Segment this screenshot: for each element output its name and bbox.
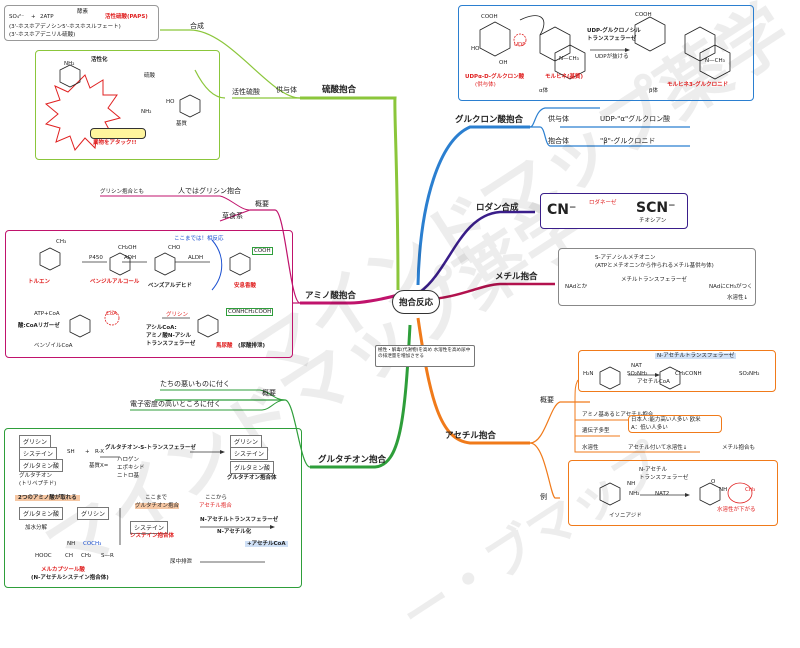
connector-glucuronide	[416, 125, 530, 286]
acetyl-example-box: N-アセチル トランスフェラーゼ NH NH₂ NAT2 NH O CH₃ イソ…	[568, 460, 778, 526]
atp: 2ATP	[40, 14, 54, 20]
attack-label-box: 異物をアタック!!	[90, 128, 146, 146]
plus: +	[31, 14, 36, 20]
branch-amino: アミノ酸抱合	[305, 291, 356, 301]
paps-reaction-box: SO₄²⁻ + 2ATP 酵素 活性硫酸(PAPS) (3'-ホスホアデノシン5…	[4, 5, 159, 41]
branch-rhodan: ロダン合成	[476, 203, 519, 213]
benzoic-acid: 安息香酸	[234, 283, 257, 289]
hippuric-acid: 馬尿酸	[216, 343, 233, 349]
connector-sulfate	[300, 96, 400, 291]
branch-methyl: メチル抱合	[495, 272, 538, 282]
connector-acetyl	[416, 317, 530, 445]
sulfate-donor-label: 供与体	[276, 86, 297, 94]
center-node: 抱合反応	[392, 290, 440, 314]
acetyl-polymorphism: 遺伝子多型	[582, 428, 610, 434]
methyl-box: S-アデノシルメチオニン (ATPとメチオニンから作られるメチル基供与体) NA…	[558, 248, 756, 306]
branch-glutathione: グルタチオン抱合	[318, 455, 387, 465]
activated-label: 活性化	[91, 57, 108, 63]
branch-acetyl: アセチル抱合	[445, 431, 496, 441]
rhodanese: ロダネーゼ	[589, 200, 617, 206]
cyanide: CN⁻	[547, 202, 577, 218]
paps-note2: (3'-ホスホアデニリル硫酸)	[9, 32, 76, 38]
glucuronide-conjugate-value: "β"-グルクロニド	[600, 137, 656, 145]
thiocyanate: SCN⁻	[636, 200, 676, 216]
thiocyanate-name: チオシアン	[639, 218, 667, 224]
acetyl-polymorphism-box: 日本人:能力高い人多い 欧米 A：低い人多い	[628, 415, 722, 433]
acetyl-example: 例	[540, 493, 547, 501]
sulfate-label: 硫酸	[144, 73, 156, 79]
nh2-top: NH₂	[64, 61, 75, 67]
acetyl-reaction-box: N-アセチルトランスフェラーゼ H₂N SO₂NH₂ NAT アセチルCoA C…	[578, 350, 776, 392]
ho-label: HO	[166, 99, 175, 105]
connector-rhodan	[419, 210, 535, 294]
so4: SO₄²⁻	[9, 14, 25, 20]
center-note: 極性・解毒(代謝物)を高め 水溶性を高め尿中の排泄量を増加させる	[375, 345, 475, 367]
rhodan-box: CN⁻ ロダネーゼ SCN⁻ チオシアン	[540, 193, 688, 229]
acetyl-water: 水溶性	[582, 445, 599, 451]
branch-sulfate: 硫酸抱合	[322, 85, 357, 95]
acetyl-overview: 概要	[540, 396, 554, 404]
amino-glycine-human: 人ではグリシン抱合	[178, 187, 241, 195]
nh2-label: NH₂	[141, 109, 152, 115]
connector-methyl	[421, 282, 555, 302]
glucuronide-donor: 供与体	[548, 115, 569, 123]
paps: 活性硫酸(PAPS)	[105, 14, 148, 20]
benzyl-alcohol: ベンジルアルコール	[90, 279, 140, 285]
glutathione-detail-box: グリシン システイン グルタミン酸 グルタチオン (トリペプチド) SH + R…	[4, 428, 302, 588]
glutathione-overview: 概要	[262, 389, 276, 397]
glucuronide-conjugate: 抱合体	[548, 137, 569, 145]
glucuronide-detail-box: COOH COOH HO OH UDP N—CH₃ N—CH₃ UDP-グルクロ…	[458, 5, 754, 101]
glutathione-o1: たちの悪いものに付く	[160, 380, 230, 388]
benzaldehyde: ベンズアルデヒド	[148, 283, 192, 289]
enzyme: 酵素	[77, 9, 89, 15]
branch-glucuronide: グルクロン酸抱合	[455, 115, 524, 125]
substrate-label: 基質	[176, 121, 188, 127]
glucuronide-donor-value: UDP-"α"グルクロン酸	[600, 115, 671, 123]
paps-note1: (3'-ホスホアデノシン5'-ホスホスルフェート)	[9, 24, 121, 30]
amino-overview: 概要	[255, 200, 269, 208]
amino-glycine-etc: グリシン抱合とも	[100, 189, 145, 195]
glutathione-o2: 電子密度の高いところに付く	[130, 400, 221, 408]
toluene: トルエン	[28, 279, 51, 285]
acetyl-water-value: アセチル付いて水溶性↓	[628, 445, 688, 451]
amino-detail-box: CH₃ CH₂OH CHO P450 ADH ALDH ここまでは！相反応 CO…	[5, 230, 293, 358]
acetyl-methyl-too: メチル抱合も	[722, 445, 756, 451]
mindmap-connectors	[39, 15, 753, 563]
paps-structure-box: 活性化 硫酸 HO NH₂ 基質 NH₂	[35, 50, 220, 160]
acetyl-amine: アミノ基あるとアセチル抱合	[582, 412, 654, 418]
center-title: 抱合反応	[398, 298, 433, 308]
amino-herbivore: 草食系	[222, 212, 243, 220]
sulfate-synth: 合成	[190, 22, 204, 30]
sulfate-donor-value: 活性硫酸	[232, 88, 260, 96]
